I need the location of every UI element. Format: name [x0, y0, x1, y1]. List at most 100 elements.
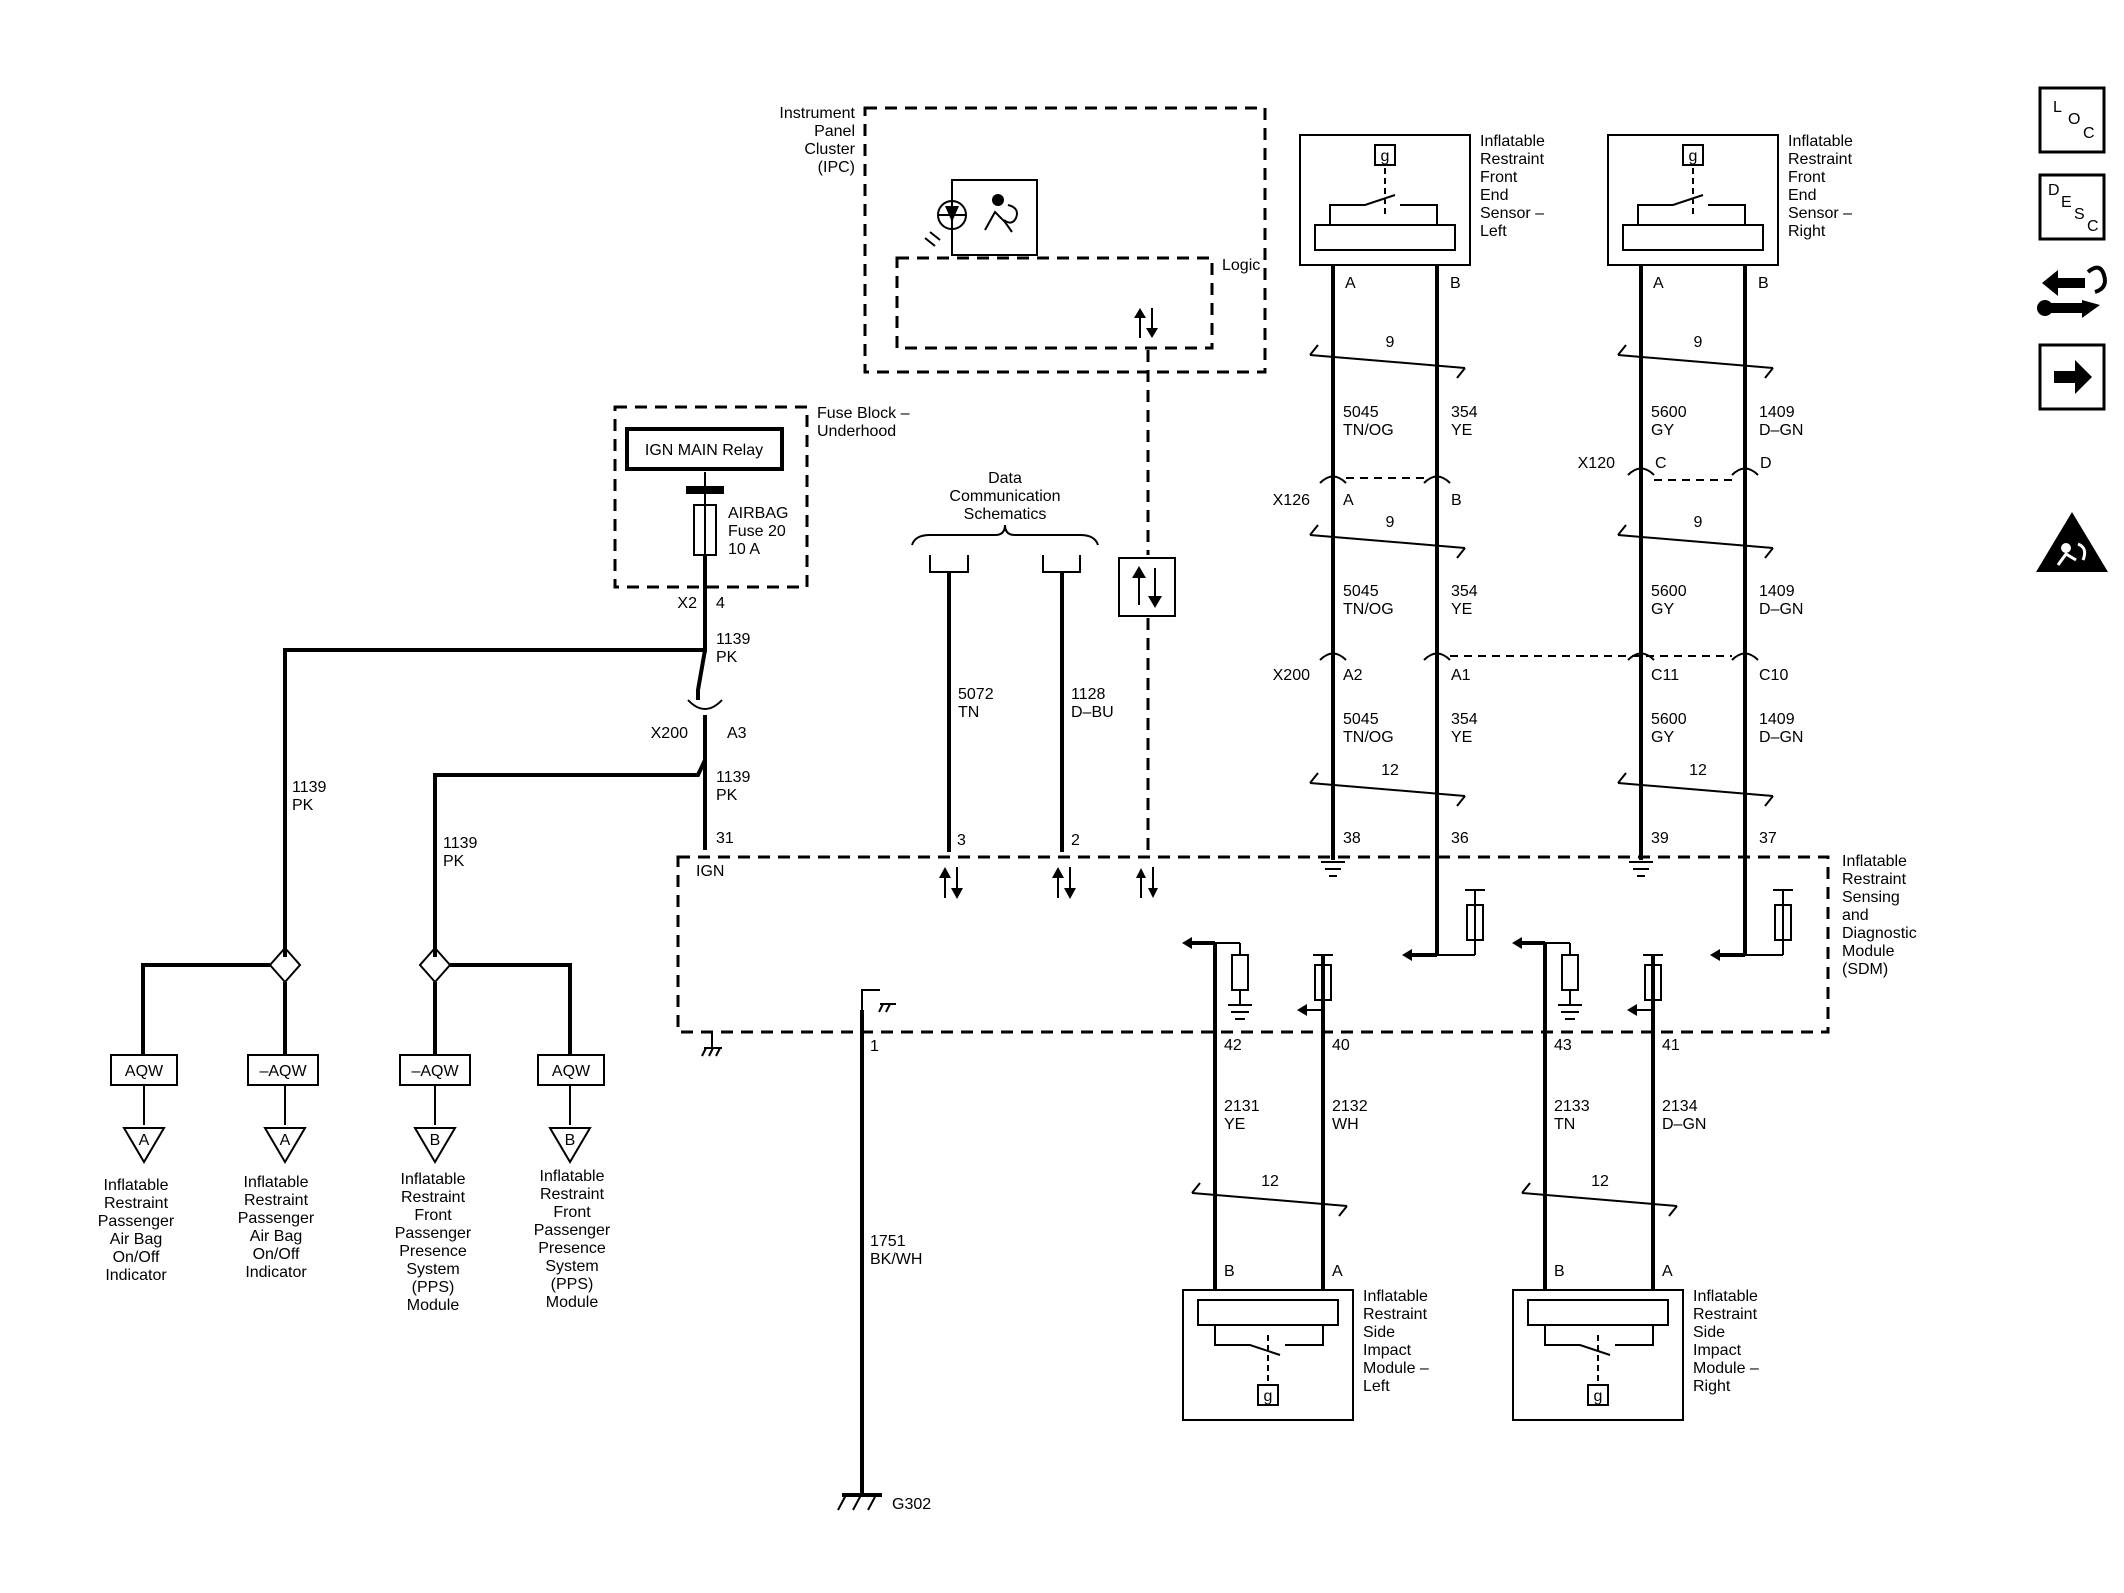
option-code-3: –AQW: [411, 1063, 459, 1080]
branch-a-num: 1139: [292, 779, 327, 796]
option-3-line-4: Passenger: [395, 1225, 472, 1242]
option-2-line-3: Passenger: [238, 1210, 315, 1227]
option-ref-1: A: [139, 1132, 150, 1149]
front-end-sensor-right: g Inflatable Restraint Front End Sensor …: [1450, 133, 1853, 961]
front-left-wire-b-num: 354: [1451, 404, 1478, 421]
option-ref-2: A: [280, 1132, 291, 1149]
ipc-label-2: Panel: [814, 123, 855, 140]
circuit-1128-color: D–BU: [1071, 704, 1114, 721]
desc-icon[interactable]: D E S C: [2038, 173, 2106, 241]
circuit-1128-num: 1128: [1071, 686, 1106, 703]
sdm-label-6: Module: [1842, 943, 1895, 960]
option-4-line-6: System: [545, 1258, 598, 1275]
front-right-label-4: End: [1788, 187, 1816, 204]
option-4-line-2: Restraint: [540, 1186, 605, 1203]
option-code-1: AQW: [125, 1063, 164, 1080]
airbag-lamp-icon: [924, 200, 967, 247]
front-left-sensor-glyph: g: [1381, 148, 1390, 165]
branch-b-num: 1139: [443, 835, 478, 852]
side-left-pin-a: A: [1332, 1263, 1343, 1280]
x126-label: X126: [1273, 492, 1310, 509]
option-1-line-3: Passenger: [98, 1213, 175, 1230]
front-right-pin-b: B: [1758, 275, 1769, 292]
front-left-label-1: Inflatable: [1480, 133, 1545, 150]
airbag-warning-icon: [2036, 512, 2108, 572]
front-left-label-2: Restraint: [1480, 151, 1545, 168]
option-2-line-4: Air Bag: [250, 1228, 302, 1245]
side-right-wire-a-num: 2134: [1662, 1098, 1698, 1115]
x200-pin-a1: A1: [1451, 667, 1471, 684]
desc-icon-e: E: [2061, 194, 2072, 211]
sdm-label-3: Sensing: [1842, 889, 1900, 906]
option-1-line-2: Restraint: [104, 1195, 169, 1212]
front-left-wire-b2-color: YE: [1451, 601, 1472, 618]
front-left-label-6: Left: [1480, 223, 1507, 240]
side-right-label-1: Inflatable: [1693, 1288, 1758, 1305]
ign-main-relay: [625, 427, 784, 471]
sdm-pin-3: 3: [957, 832, 966, 849]
front-left-label-5: Sensor –: [1480, 205, 1544, 222]
fuse-block-label-1: Fuse Block –: [817, 405, 910, 422]
option-2-line-2: Restraint: [244, 1192, 309, 1209]
sdm-pin-1: 1: [870, 1038, 879, 1055]
side-impact-module-left: 42 40 2131 YE 2132 WH 12 B A g Inflatabl…: [1182, 937, 1429, 1421]
front-left-wire-b2-num: 354: [1451, 583, 1478, 600]
loc-icon[interactable]: L O C: [2038, 86, 2106, 154]
ign-main-relay-label: IGN MAIN Relay: [645, 442, 763, 459]
front-right-wire-b3-color: D–GN: [1759, 729, 1803, 746]
front-end-sensor-left: g Inflatable Restraint Front End Sensor …: [1273, 133, 1545, 961]
ipc-label-1: Instrument: [779, 105, 855, 122]
option-1-line-1: Inflatable: [104, 1177, 169, 1194]
ground-wire-num: 1751: [870, 1233, 906, 1250]
loc-icon-o: O: [2068, 111, 2080, 128]
option-3-line-1: Inflatable: [401, 1171, 466, 1188]
option-2-line-5: On/Off: [253, 1246, 300, 1263]
ign-wire-upper-color: PK: [716, 649, 738, 666]
sdm-label-2: Restraint: [1842, 871, 1907, 888]
front-right-wire-a3-num: 5600: [1651, 711, 1687, 728]
connector-repair-icon[interactable]: [2037, 265, 2107, 318]
side-left-label-4: Impact: [1363, 1342, 1412, 1359]
option-1-line-4: Air Bag: [110, 1231, 162, 1248]
front-left-twist-2: 9: [1386, 514, 1395, 531]
sdm-ign-label: IGN: [696, 863, 724, 880]
fuse-block-label-2: Underhood: [817, 423, 896, 440]
seated-passenger-airbag-icon: [984, 194, 1018, 233]
sdm-pin-2: 2: [1071, 832, 1080, 849]
option-4-line-1: Inflatable: [540, 1168, 605, 1185]
side-left-wire-a-num: 2132: [1332, 1098, 1368, 1115]
desc-icon-s: S: [2074, 206, 2085, 223]
option-branches: AQW A Inflatable Restraint Passenger Air…: [98, 946, 611, 1314]
x200-label-right: X200: [1273, 667, 1310, 684]
data-comm-label-1: Data: [988, 470, 1022, 487]
front-right-label-6: Right: [1788, 223, 1826, 240]
next-arrow-icon[interactable]: [2038, 343, 2106, 411]
circuit-5072-color: TN: [958, 704, 979, 721]
chassis-ground-icon: [701, 1032, 722, 1057]
front-right-wire-a-color: GY: [1651, 422, 1674, 439]
side-left-twist: 12: [1261, 1173, 1279, 1190]
front-left-twist-3: 12: [1381, 762, 1399, 779]
front-right-label-1: Inflatable: [1788, 133, 1853, 150]
front-left-pin-b: B: [1450, 275, 1461, 292]
airbag-indicator-box: [951, 179, 1038, 256]
ground-name: G302: [892, 1496, 931, 1513]
front-left-wire-a2-color: TN/OG: [1343, 601, 1394, 618]
fuse-pin-label: 4: [716, 595, 725, 612]
loc-icon-l: L: [2053, 99, 2062, 116]
front-right-pin-a: A: [1653, 275, 1664, 292]
sdm-pin-42: 42: [1224, 1037, 1242, 1054]
front-left-label-4: End: [1480, 187, 1508, 204]
front-left-label-3: Front: [1480, 169, 1518, 186]
option-4-line-5: Presence: [538, 1240, 606, 1257]
branch-b-color: PK: [443, 853, 465, 870]
option-4-line-4: Passenger: [534, 1222, 611, 1239]
side-right-wire-a-color: D–GN: [1662, 1116, 1706, 1133]
option-3-line-6: System: [406, 1261, 459, 1278]
side-left-wire-b-num: 2131: [1224, 1098, 1260, 1115]
front-right-wire-b2-num: 1409: [1759, 583, 1795, 600]
x120-label: X120: [1578, 455, 1615, 472]
option-code-4: AQW: [552, 1063, 591, 1080]
side-right-label-5: Module –: [1693, 1360, 1759, 1377]
